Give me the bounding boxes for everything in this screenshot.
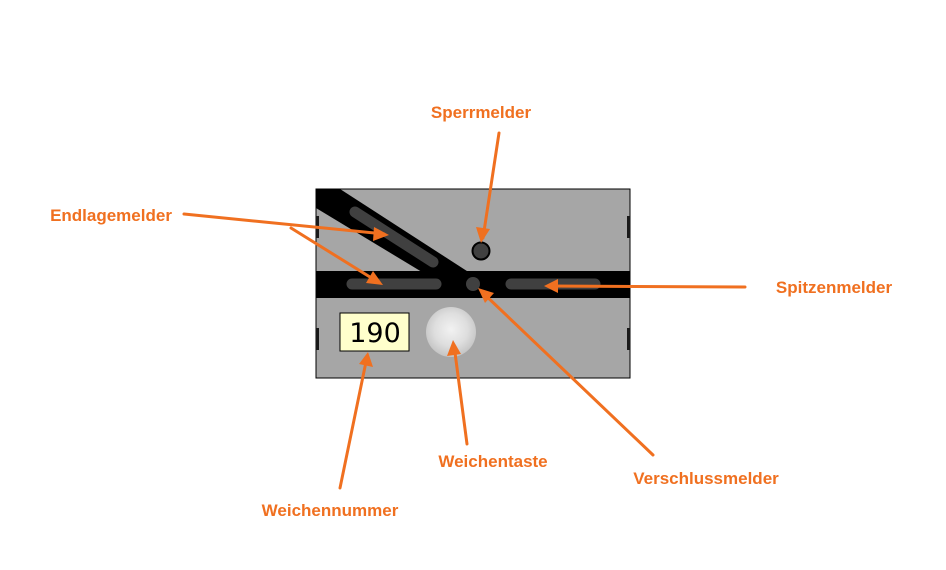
arrow-sperrmelder	[481, 131, 501, 240]
switch-number-plate	[339, 312, 410, 352]
endlage-lamp-diverging	[349, 206, 439, 268]
switch-panel: 190	[315, 188, 631, 379]
label-endlagemelder: Endlagemelder	[50, 206, 172, 225]
label-spitzenmelder: Spitzenmelder	[776, 278, 893, 297]
annotation-labels: Sperrmelder Endlagemelder Spitzenmelder …	[50, 103, 892, 520]
arrow-spitzenmelder	[547, 284, 747, 289]
verschluss-lamp	[466, 277, 480, 291]
switch-button[interactable]	[426, 307, 476, 357]
arrow-weichennummer	[338, 355, 369, 490]
arrow-endlagemelder-upper	[182, 212, 386, 236]
label-weichentaste: Weichentaste	[438, 452, 547, 471]
label-sperrmelder: Sperrmelder	[431, 103, 532, 122]
label-verschlussmelder: Verschlussmelder	[633, 469, 779, 488]
arrow-endlagemelder-lower	[289, 226, 380, 284]
switch-number: 190	[349, 318, 401, 349]
arrowhead-spitzenmelder	[544, 279, 558, 293]
annotation-arrows	[182, 131, 747, 490]
annotation-arrowheads	[359, 227, 558, 367]
arrowhead-weichennummer	[359, 352, 373, 367]
arrowhead-endlage-lower	[366, 271, 383, 285]
arrowhead-verschlussmelder	[478, 288, 494, 303]
label-weichennummer: Weichennummer	[262, 501, 399, 520]
arrowhead-weichentaste	[447, 340, 461, 356]
arrowhead-sperrmelder	[476, 227, 490, 243]
arrow-verschlussmelder	[480, 290, 655, 457]
arrowhead-endlage-upper	[373, 227, 389, 241]
arrow-weichentaste	[452, 343, 469, 446]
sperr-lamp	[471, 241, 491, 261]
